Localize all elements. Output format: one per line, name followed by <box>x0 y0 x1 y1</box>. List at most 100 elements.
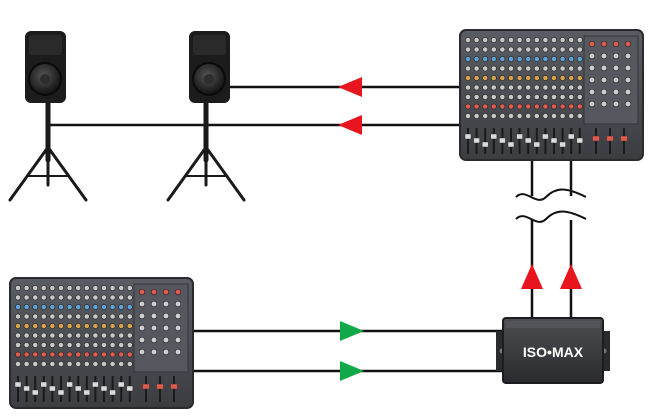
mixer-knob <box>75 304 82 310</box>
mixer-knob <box>482 46 489 53</box>
speaker-right <box>166 31 246 202</box>
mixer-knob <box>58 294 64 301</box>
fader-track <box>484 128 487 154</box>
master-fader-cap <box>142 383 150 390</box>
mixer-knob <box>542 46 549 53</box>
fader-track <box>34 376 37 402</box>
mixer-knob <box>92 323 99 329</box>
master-knob <box>600 40 608 48</box>
fader-cap <box>31 389 39 396</box>
mixer-knob <box>542 113 549 119</box>
mixer-knob <box>92 313 99 320</box>
mixer-knob <box>542 65 549 72</box>
master-knob <box>162 288 170 296</box>
fader-cap <box>464 133 472 140</box>
mixer-knob <box>15 332 21 339</box>
mixer-knob <box>83 285 90 291</box>
mixer-knob <box>542 94 549 100</box>
mixer-knob <box>101 285 107 291</box>
fader-cap <box>126 385 134 392</box>
fader-track <box>94 376 97 402</box>
mixer-knob <box>75 361 82 367</box>
mixer-knob <box>482 84 489 91</box>
mixer-knob <box>499 94 506 100</box>
mixer-knob <box>568 103 575 110</box>
mixer-knob <box>109 304 116 310</box>
mixer-knob <box>118 351 125 358</box>
fader-track <box>570 128 573 154</box>
mixer-knob <box>533 113 540 119</box>
mixer-knob <box>568 65 575 72</box>
fader-track <box>42 376 45 402</box>
master-knob <box>150 312 158 320</box>
mixer-knob <box>499 103 506 110</box>
mixer-knob <box>551 103 557 110</box>
master-knob <box>624 100 632 108</box>
master-knob <box>624 52 632 60</box>
mixer-knob <box>465 94 471 100</box>
mixer-knob <box>533 46 540 53</box>
mixer-knob <box>101 351 107 358</box>
mixer-knob <box>66 323 73 329</box>
mixer-knob <box>465 46 471 53</box>
master-knob <box>138 300 146 308</box>
mixer-knob <box>533 103 540 110</box>
master-knob <box>150 288 158 296</box>
mixer-knob <box>490 94 497 100</box>
mixer-knob <box>118 361 125 367</box>
mixer-knob <box>75 294 82 301</box>
mixer-knob <box>83 332 90 339</box>
mixer-knob <box>533 37 540 43</box>
mixer-knob <box>32 332 39 339</box>
master-knob <box>138 312 146 320</box>
mixer-knob <box>576 113 583 119</box>
mixer-knob <box>49 313 56 320</box>
mixer-top-faders <box>464 128 628 154</box>
mixer-knob <box>118 304 125 310</box>
mixer-knob <box>465 113 471 119</box>
mixer-knob <box>490 46 497 53</box>
master-knob <box>588 76 596 84</box>
mixer-knob <box>40 342 47 348</box>
mixer-knob <box>23 351 30 358</box>
master-knob <box>174 336 182 344</box>
fader-track <box>535 128 538 154</box>
mixer-knob <box>23 304 30 310</box>
mixer-knob <box>533 94 540 100</box>
fader-track <box>17 376 19 402</box>
mixer-knob <box>482 103 489 110</box>
master-knob <box>150 336 158 344</box>
mixer-knob <box>559 65 566 72</box>
fader-cap <box>109 389 116 396</box>
master-knob <box>612 64 620 72</box>
mixer-knob <box>92 285 99 291</box>
mixer-knob <box>576 65 583 72</box>
mixer-knob <box>490 65 497 72</box>
mixer-knob <box>559 84 566 91</box>
mixer-knob <box>473 75 480 81</box>
fader-cap <box>14 381 22 388</box>
mixer-knob <box>75 285 82 291</box>
mixer-knob <box>516 37 523 43</box>
mixer-knob <box>551 75 557 81</box>
master-knob <box>174 324 182 332</box>
mixer-knob <box>32 285 39 291</box>
mixer-knob <box>23 342 30 348</box>
mixer-knob <box>15 313 21 320</box>
mixer-knob <box>83 304 90 310</box>
mixer-knob <box>23 323 30 329</box>
mixer-knob <box>576 75 583 81</box>
mixer-knob <box>109 332 116 339</box>
mixer-knob <box>101 304 107 310</box>
mixer-knob <box>490 103 497 110</box>
iso-max-box: ISO•MAX <box>496 317 610 384</box>
mixer-knob <box>473 94 480 100</box>
mixer-knob <box>66 285 73 291</box>
mixer-knob <box>525 113 532 119</box>
mixer-knob <box>23 313 30 320</box>
tripod-stand-left <box>8 101 88 202</box>
mixer-knob <box>49 342 56 348</box>
mixer-knob <box>66 342 73 348</box>
mixer-knob <box>559 103 566 110</box>
master-knob <box>162 324 170 332</box>
